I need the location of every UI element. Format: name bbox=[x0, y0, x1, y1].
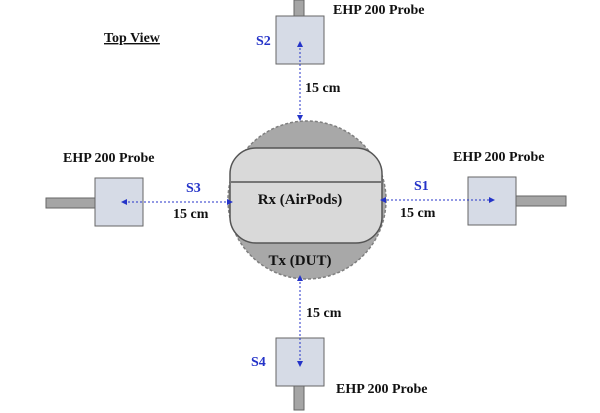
tx-label: Tx (DUT) bbox=[269, 253, 332, 269]
distance-label: 15 cm bbox=[305, 81, 341, 96]
probe-left: EHP 200 Probe S3 15 cm bbox=[45, 151, 233, 227]
probe-head bbox=[467, 176, 517, 226]
probe-name: EHP 200 Probe bbox=[333, 3, 425, 18]
probe-name: EHP 200 Probe bbox=[453, 150, 545, 165]
probe-name: EHP 200 Probe bbox=[336, 382, 428, 397]
probe-rod bbox=[293, 385, 305, 411]
probe-rod bbox=[45, 197, 97, 209]
sensor-label: S1 bbox=[414, 179, 429, 194]
probe-name: EHP 200 Probe bbox=[63, 151, 155, 166]
sensor-label: S2 bbox=[256, 34, 271, 49]
probe-rod bbox=[515, 195, 567, 207]
sensor-label: S3 bbox=[186, 181, 201, 196]
diagram-title: Top View bbox=[104, 31, 161, 46]
distance-label: 15 cm bbox=[400, 206, 436, 221]
probe-bottom: EHP 200 Probe S4 15 cm bbox=[251, 275, 428, 411]
probe-rod bbox=[293, 0, 305, 18]
probe-top: EHP 200 Probe S2 15 cm bbox=[256, 0, 425, 121]
rx-label: Rx (AirPods) bbox=[258, 192, 343, 208]
probe-right: EHP 200 Probe S1 15 cm bbox=[380, 150, 567, 226]
sensor-label: S4 bbox=[251, 355, 266, 370]
distance-label: 15 cm bbox=[306, 306, 342, 321]
probe-head bbox=[94, 177, 144, 227]
airpods-case bbox=[229, 147, 383, 244]
distance-label: 15 cm bbox=[173, 207, 209, 222]
dut-device: Rx (AirPods) Tx (DUT) bbox=[227, 120, 387, 280]
